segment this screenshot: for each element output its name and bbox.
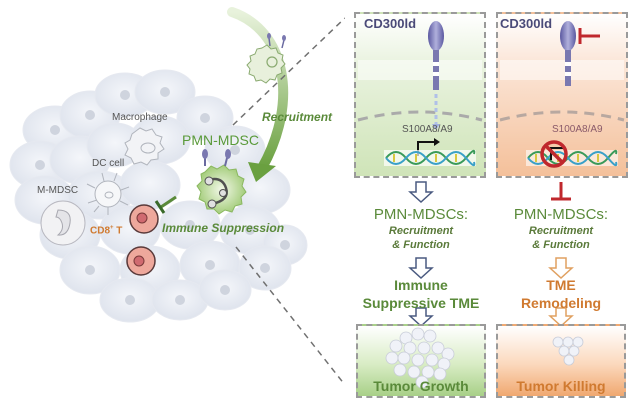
inhibit-arrow-icon xyxy=(551,182,571,201)
inhibitor-icon xyxy=(578,28,600,44)
down-arrow-icon xyxy=(408,181,434,204)
suppression-inhibit-arrow xyxy=(154,195,177,214)
nuclear-membrane xyxy=(357,110,483,122)
cell-panels-artwork xyxy=(357,21,625,168)
flow-arrows xyxy=(408,181,574,328)
zoom-connector-line xyxy=(232,17,345,126)
cd300ld-receptor-icon xyxy=(560,21,576,86)
cd8-superscript: + xyxy=(110,225,114,231)
down-arrow-icon xyxy=(408,307,434,328)
zoom-connector-line xyxy=(235,246,345,386)
inhibited-step1-sub1: Recruitment xyxy=(528,225,594,237)
wildtype-step1-title: PMN-MDSCs: xyxy=(373,206,469,223)
immune-suppression-label: Immune Suppression xyxy=(162,221,285,235)
small-tumor-icon xyxy=(552,336,584,366)
pmn-mdsc-icon xyxy=(196,149,247,215)
dna-icon xyxy=(384,149,476,167)
outcome-artwork xyxy=(385,327,584,389)
dna-icon xyxy=(526,149,618,167)
inhibited-step2-line1: TME xyxy=(546,277,576,293)
inhibited-receptor-label: CD300ld xyxy=(500,16,553,31)
cd8-t-cell-icon xyxy=(126,246,156,276)
wildtype-step2-line2: Suppressive TME xyxy=(362,295,480,311)
inhibited-gene-label: S100A8/A9 xyxy=(552,124,603,135)
inhibited-step1-sub2: & Function xyxy=(532,239,590,251)
dc-cell-label: DC cell xyxy=(92,158,125,169)
tumor-cell-cluster xyxy=(9,69,308,323)
down-arrow-icon xyxy=(408,257,434,280)
wildtype-step2-line1: Immune xyxy=(394,277,448,293)
wildtype-gene-label: S100A8/A9 xyxy=(402,124,453,135)
inhibited-step2-line2: Remodeling xyxy=(520,295,602,311)
large-tumor-icon xyxy=(385,327,455,389)
wildtype-step1-sub2: & Function xyxy=(392,239,450,251)
cd8-t-cell-icon xyxy=(129,204,159,234)
down-arrow-icon xyxy=(548,307,574,328)
membrane-band xyxy=(500,60,624,80)
cd8-suffix: T xyxy=(113,225,123,237)
tumor-killing-label: Tumor Killing xyxy=(516,378,606,394)
tumor-killing-panel xyxy=(496,324,626,398)
m-mdsc-icon xyxy=(40,200,86,246)
dc-cell-icon xyxy=(86,172,130,215)
tumor-growth-label: Tumor Growth xyxy=(373,378,469,394)
wildtype-receptor-label: CD300ld xyxy=(364,16,417,31)
cd8-text: CD8 xyxy=(90,225,111,237)
cd300ld-receptor-icon xyxy=(428,21,444,90)
recruitment-label: Recruitment xyxy=(262,110,333,124)
signal-arrowhead xyxy=(432,124,440,130)
tumor-microenvironment-illustration xyxy=(9,7,345,386)
circulating-mdsc-icon xyxy=(246,33,286,84)
membrane-band xyxy=(358,60,482,80)
inhibited-step1-title: PMN-MDSCs: xyxy=(513,206,609,223)
pmn-mdsc-label: PMN-MDSC xyxy=(182,132,259,148)
macrophage-icon xyxy=(124,127,165,166)
blocked-transcription-icon xyxy=(540,140,568,168)
m-mdsc-label: M-MDSC xyxy=(37,185,79,196)
recruitment-arrowhead xyxy=(248,162,276,182)
wildtype-step1-sub1: Recruitment xyxy=(388,225,454,237)
macrophage-label: Macrophage xyxy=(112,112,168,123)
nuclear-membrane xyxy=(499,110,625,122)
down-arrow-icon xyxy=(548,257,574,280)
cd8-t-label: CD8+ T xyxy=(90,225,122,236)
